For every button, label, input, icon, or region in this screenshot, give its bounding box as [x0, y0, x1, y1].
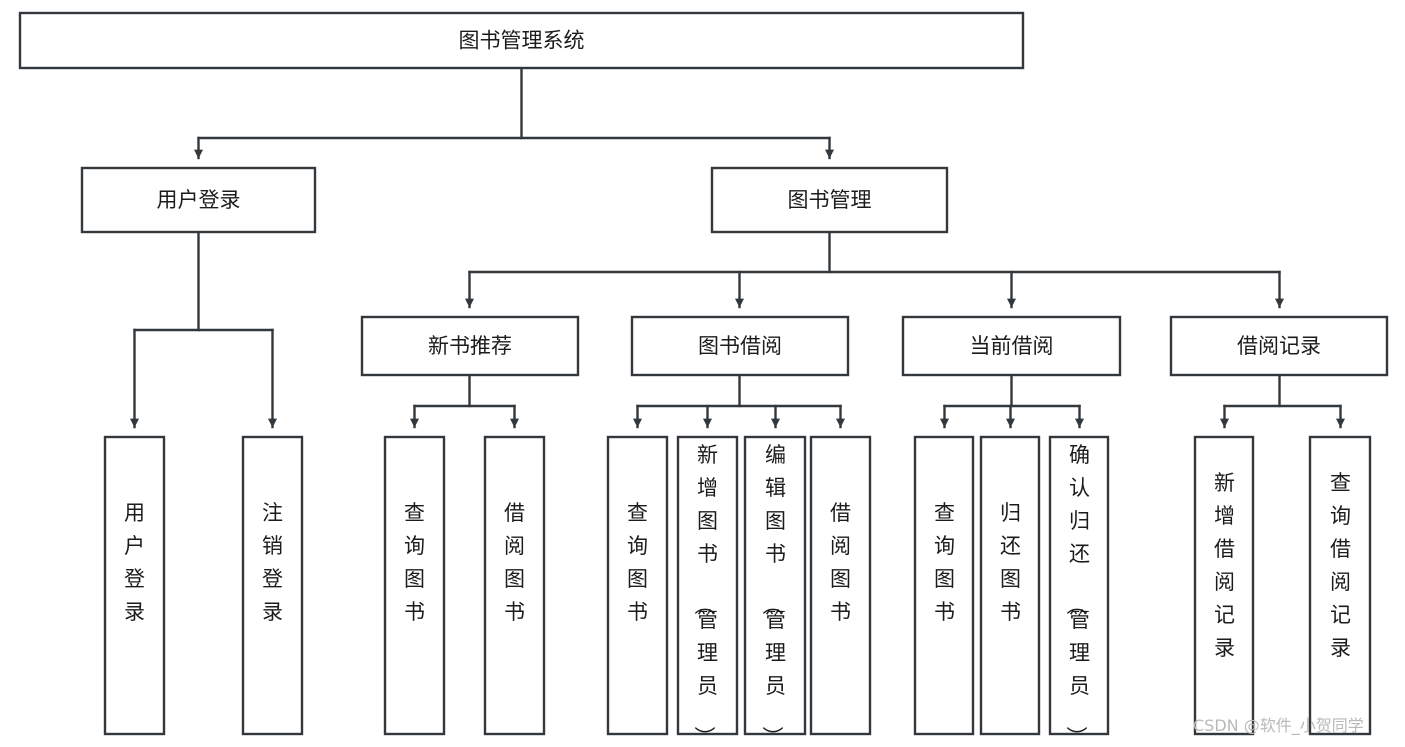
node-leaf-return-book[interactable]: 归还图书 — [979, 435, 1041, 736]
node-book-manage[interactable]: 图书管理 — [710, 166, 949, 234]
node-root-label: 图书管理系统 — [459, 29, 585, 53]
node-leaf-borrow-book-rec-box[interactable] — [483, 435, 546, 736]
node-user-login-label: 用户登录 — [157, 188, 241, 212]
node-leaf-add-book[interactable]: 新增图书（管理员） — [676, 435, 739, 747]
node-leaf-query-book-cur-label: 查询图书 — [934, 501, 955, 624]
node-book-borrow[interactable]: 图书借阅 — [630, 315, 850, 377]
node-borrow-record-box[interactable] — [1169, 315, 1389, 377]
node-leaf-query-record[interactable]: 查询借阅记录 — [1308, 435, 1372, 736]
node-book-manage-label: 图书管理 — [788, 188, 872, 212]
node-leaf-return-book-label: 归还图书 — [1000, 501, 1021, 624]
node-new-book-rec-label: 新书推荐 — [428, 334, 512, 358]
node-book-borrow-label: 图书借阅 — [698, 334, 782, 358]
node-leaf-return-book-box[interactable] — [979, 435, 1041, 736]
node-leaf-edit-book-box[interactable] — [743, 435, 807, 736]
node-current-borrow-box[interactable] — [901, 315, 1122, 377]
node-leaf-user-login[interactable]: 用户登录 — [103, 435, 166, 736]
node-leaf-add-record-box[interactable] — [1193, 435, 1255, 736]
node-leaf-query-book-rec-box[interactable] — [383, 435, 446, 736]
csdn-watermark: CSDN @软件_小贺同学 — [1193, 716, 1364, 736]
node-leaf-confirm-return-label: 确认归还（管理员） — [1064, 443, 1090, 747]
node-leaf-user-login-box[interactable] — [103, 435, 166, 736]
node-leaf-borrow-book-box[interactable] — [809, 435, 872, 736]
node-user-login-box[interactable] — [80, 166, 317, 234]
node-leaf-query-book-rec[interactable]: 查询图书 — [383, 435, 446, 736]
node-borrow-record-label: 借阅记录 — [1237, 334, 1321, 358]
node-leaf-query-book-cur[interactable]: 查询图书 — [913, 435, 975, 736]
node-new-book-rec[interactable]: 新书推荐 — [360, 315, 580, 377]
node-leaf-query-book-rec-label: 查询图书 — [404, 501, 425, 624]
node-leaf-borrow-book-label: 借阅图书 — [830, 501, 851, 624]
node-user-login[interactable]: 用户登录 — [80, 166, 317, 234]
node-new-book-rec-box[interactable] — [360, 315, 580, 377]
node-borrow-record[interactable]: 借阅记录 — [1169, 315, 1389, 377]
node-root-box[interactable] — [18, 11, 1025, 70]
node-book-manage-box[interactable] — [710, 166, 949, 234]
node-leaf-logout[interactable]: 注销登录 — [241, 435, 304, 736]
node-leaf-edit-book[interactable]: 编辑图书（管理员） — [743, 435, 807, 747]
node-leaf-query-book-borrow-label: 查询图书 — [627, 501, 648, 624]
node-current-borrow-label: 当前借阅 — [970, 334, 1054, 358]
node-current-borrow[interactable]: 当前借阅 — [901, 315, 1122, 377]
node-leaf-add-record[interactable]: 新增借阅记录 — [1193, 435, 1255, 736]
node-leaf-confirm-return[interactable]: 确认归还（管理员） — [1048, 435, 1110, 747]
connectors-layer — [130, 66, 1345, 429]
node-leaf-query-book-cur-box[interactable] — [913, 435, 975, 736]
node-leaf-logout-label: 注销登录 — [262, 501, 283, 624]
node-leaf-borrow-book-rec[interactable]: 借阅图书 — [483, 435, 546, 736]
node-root[interactable]: 图书管理系统 — [18, 11, 1025, 70]
node-leaf-user-login-label: 用户登录 — [124, 501, 145, 624]
node-leaf-add-book-box[interactable] — [676, 435, 739, 736]
node-leaf-query-record-label: 查询借阅记录 — [1330, 471, 1351, 660]
node-leaf-edit-book-label: 编辑图书（管理员） — [760, 443, 786, 747]
node-leaf-add-book-label: 新增图书（管理员） — [692, 443, 718, 747]
node-leaf-query-record-box[interactable] — [1308, 435, 1372, 736]
node-leaf-add-record-label: 新增借阅记录 — [1214, 471, 1235, 660]
node-leaf-confirm-return-box[interactable] — [1048, 435, 1110, 736]
node-leaf-query-book-borrow-box[interactable] — [606, 435, 669, 736]
node-book-borrow-box[interactable] — [630, 315, 850, 377]
node-leaf-borrow-book[interactable]: 借阅图书 — [809, 435, 872, 736]
node-leaf-logout-box[interactable] — [241, 435, 304, 736]
node-leaf-borrow-book-rec-label: 借阅图书 — [504, 501, 525, 624]
node-leaf-query-book-borrow[interactable]: 查询图书 — [606, 435, 669, 736]
